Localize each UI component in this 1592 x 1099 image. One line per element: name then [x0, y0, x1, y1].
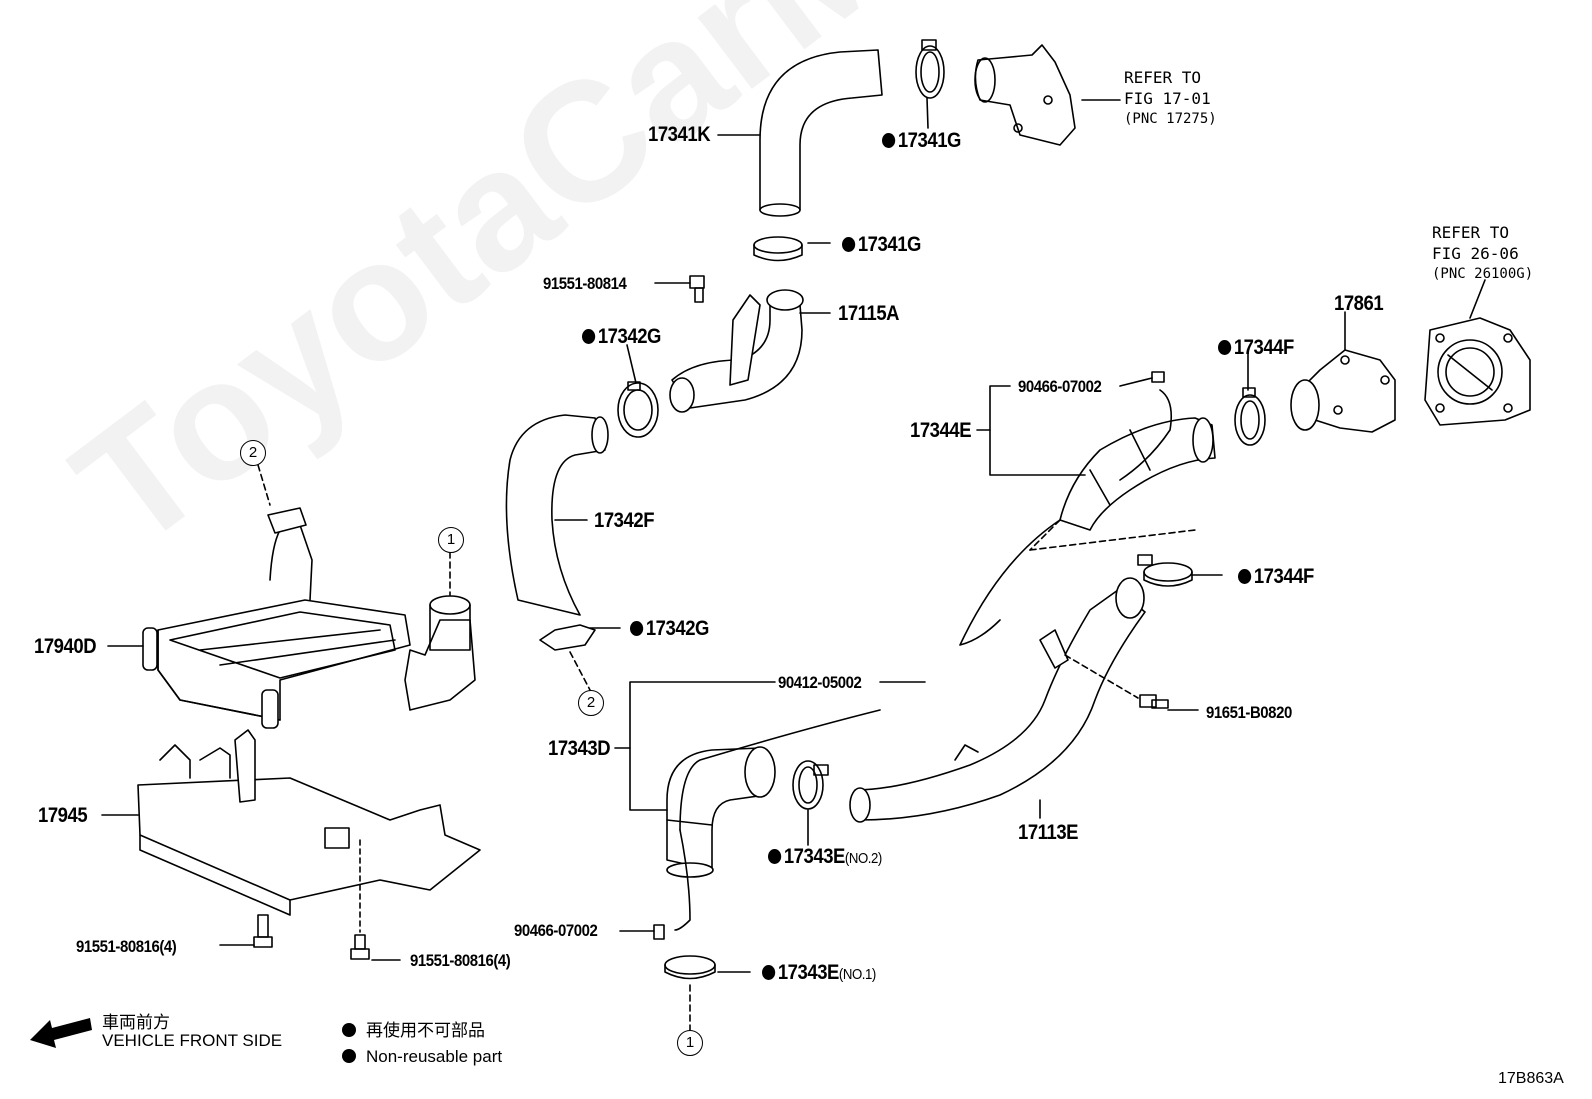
connector-1-bottom: 1 — [677, 1030, 703, 1056]
front-arrow-icon — [30, 1018, 92, 1048]
nonreusable-dot-icon — [882, 133, 896, 148]
clip-90466-07002-a — [1151, 371, 1165, 383]
label-17342F: 17342F — [594, 509, 655, 532]
label-91551-80816-a: 91551-80816(4) — [76, 937, 177, 956]
nonreusable-dot-icon — [582, 329, 596, 344]
label-91551-80814: 91551-80814 — [543, 274, 627, 293]
label-17861: 17861 — [1334, 292, 1384, 315]
label-17341K: 17341K — [648, 123, 711, 146]
pipe-17113E — [849, 577, 1146, 823]
clip-90466-07002-b — [653, 924, 665, 940]
clamp-17342G-a — [617, 381, 659, 438]
intercooler-17940D — [142, 507, 476, 729]
label-17343E-no1: 17343E(NO.1) — [762, 962, 876, 983]
bolt-91551-80814 — [689, 275, 705, 303]
nonreusable-dot-icon — [1238, 569, 1252, 584]
connector-2-top: 2 — [240, 440, 266, 466]
clamp-17341G-top — [915, 39, 945, 99]
label-17343D: 17343D — [548, 737, 611, 760]
hose-17343D — [666, 709, 881, 931]
connector-1-top: 1 — [438, 527, 464, 553]
clamp-17344F-a — [1234, 387, 1266, 446]
label-17342G-b: 17342G — [630, 618, 709, 639]
label-17115A: 17115A — [838, 302, 900, 325]
label-91651-B0820: 91651-B0820 — [1206, 703, 1292, 722]
nonreusable-dot-icon — [342, 1049, 356, 1063]
nonreusable-dot-icon — [762, 965, 776, 980]
bolt-91651-B0820 — [1139, 694, 1169, 709]
pipe-17115A — [669, 289, 804, 413]
clamp-17341G-lower — [753, 236, 803, 262]
clamp-17343E-no2 — [792, 760, 829, 810]
connector-2-mid: 2 — [578, 690, 604, 716]
clamp-17342G-b — [539, 624, 596, 651]
label-17113E: 17113E — [1018, 821, 1079, 844]
label-90412-05002: 90412-05002 — [778, 673, 862, 692]
nonreusable-dot-icon — [342, 1023, 356, 1037]
adapter-17861 — [1290, 349, 1396, 433]
label-17342G-a: 17342G — [582, 326, 661, 347]
bolt-91551-80816-a — [253, 914, 273, 948]
hose-17344E — [959, 389, 1216, 646]
label-17940D: 17940D — [34, 635, 97, 658]
label-17343E-no2: 17343E(NO.2) — [768, 846, 882, 867]
bracket-17945 — [137, 729, 481, 916]
label-17344F-b: 17344F — [1238, 566, 1314, 587]
clamp-17344F-b — [1137, 554, 1193, 587]
label-90466-07002-b: 90466-07002 — [514, 921, 598, 940]
label-91551-80816-b: 91551-80816(4) — [410, 951, 511, 970]
bolt-91551-80816-b — [350, 934, 370, 960]
label-17945: 17945 — [38, 804, 88, 827]
clamp-17343E-no1 — [664, 955, 716, 980]
label-17341G-b: 17341G — [842, 234, 921, 255]
label-17344F-a: 17344F — [1218, 337, 1294, 358]
label-17344E: 17344E — [910, 419, 972, 442]
diagram-code: 17B863A — [1498, 1070, 1564, 1087]
outlet-pipe — [974, 44, 1076, 146]
hose-17342F — [505, 414, 609, 616]
legend-nonreusable: 再使用不可部品 Non-reusable part — [342, 1018, 502, 1070]
throttle-body — [1424, 317, 1531, 426]
label-90466-07002-a: 90466-07002 — [1018, 377, 1102, 396]
nonreusable-dot-icon — [630, 621, 644, 636]
nonreusable-dot-icon — [1218, 340, 1232, 355]
label-17341G-a: 17341G — [882, 130, 961, 151]
nonreusable-dot-icon — [842, 237, 856, 252]
nonreusable-dot-icon — [768, 849, 782, 864]
hose-17341K — [759, 49, 883, 217]
